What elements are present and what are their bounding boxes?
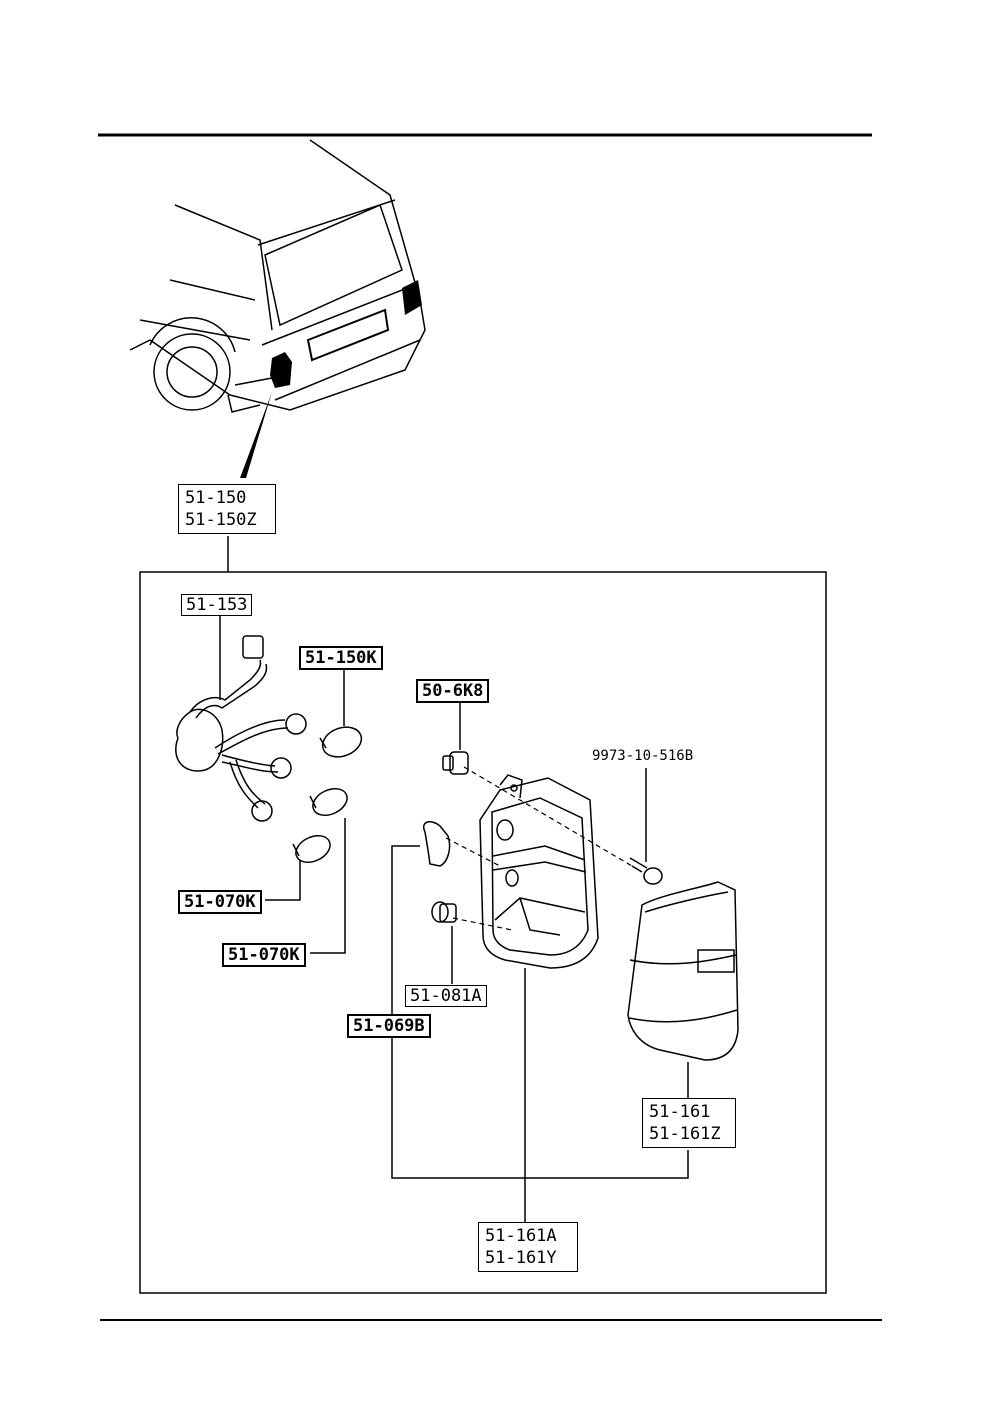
- part-label-bulb-small-1: 51-070K: [178, 890, 262, 914]
- part-label-screw: 9973-10-516B: [592, 748, 694, 764]
- part-label-wiring-harness: 51-153: [181, 594, 253, 616]
- group-frame: [139, 571, 827, 1294]
- tail-lamp-left-shape: [270, 352, 292, 388]
- clip-drawing: [442, 751, 469, 775]
- screw-drawing: [629, 857, 663, 885]
- part-label-bulb-small-2: 51-070K: [222, 943, 306, 967]
- part-label-gasket: 51-069B: [347, 1014, 431, 1038]
- socket-drawing: [431, 901, 457, 923]
- part-label-tail-lamp-assembly: 51-150 51-150Z: [178, 484, 276, 534]
- part-label-lamp-body: 51-161A 51-161Y: [478, 1222, 578, 1272]
- part-number: 51-161: [649, 1102, 711, 1122]
- part-label-lens: 51-161 51-161Z: [642, 1098, 736, 1148]
- bulbs-drawing: [292, 726, 363, 864]
- part-number: 51-161Z: [649, 1124, 721, 1144]
- part-number: 51-161Y: [485, 1248, 557, 1268]
- part-number: 51-150Z: [185, 510, 257, 530]
- part-label-bulb-main: 51-150K: [299, 646, 383, 670]
- part-label-socket: 51-081A: [405, 985, 487, 1007]
- vehicle-rear-view: [129, 139, 426, 413]
- part-label-clip: 50-6K8: [416, 679, 490, 703]
- tail-lamp-right-shape: [402, 280, 422, 315]
- wiring-harness-drawing: [175, 635, 307, 822]
- callout-pointer: [240, 392, 272, 478]
- gasket-drawing: [423, 821, 451, 867]
- lamp-body-drawing: [479, 774, 599, 969]
- part-number: 51-161A: [485, 1226, 557, 1246]
- part-number: 51-150: [185, 488, 247, 508]
- lens-drawing: [627, 881, 739, 1061]
